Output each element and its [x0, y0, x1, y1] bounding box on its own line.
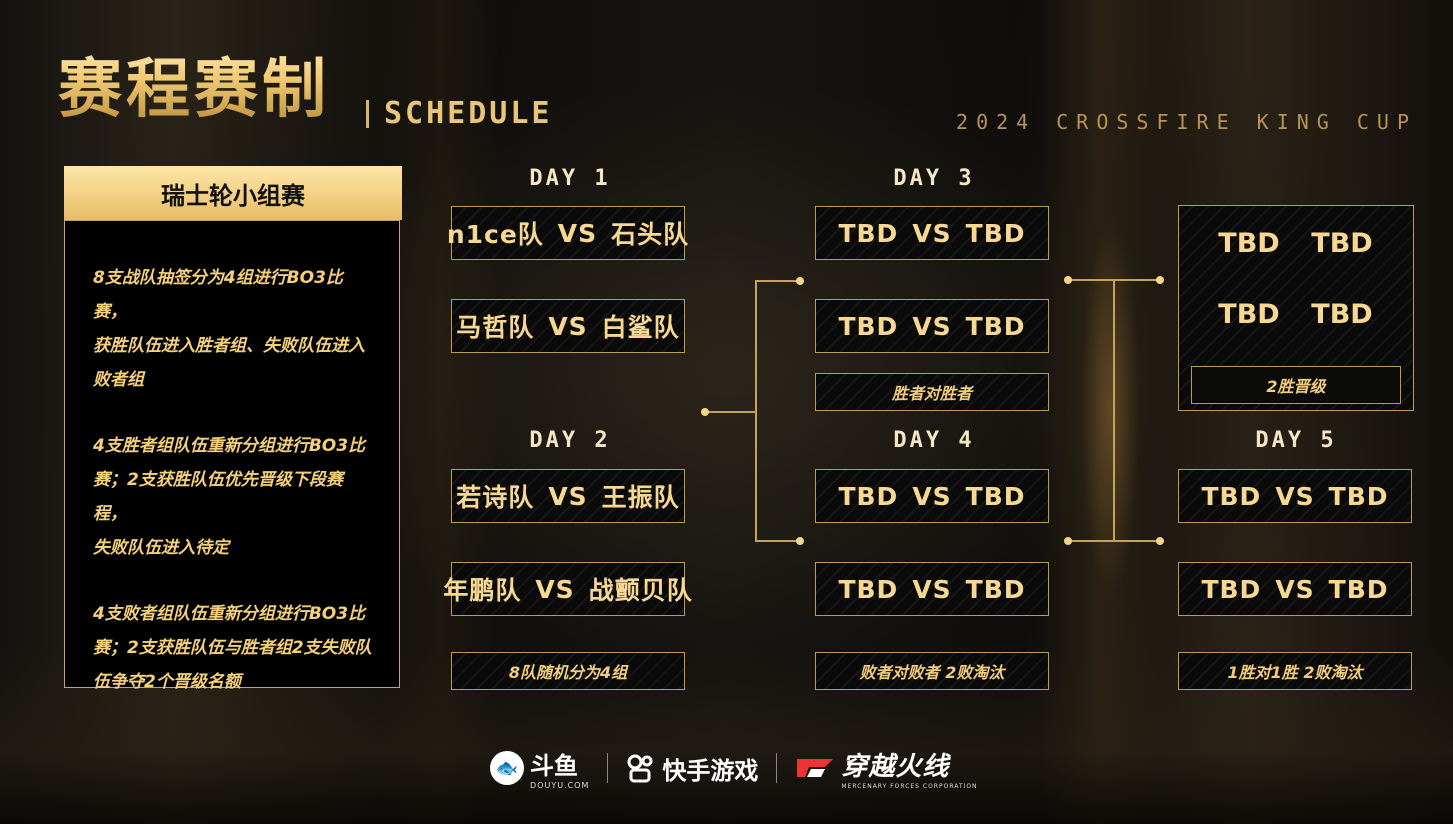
vs-label: VS [548, 481, 588, 511]
kuaishou-name: 快手游戏 [662, 756, 759, 785]
bracket-line-right-bottom [1068, 540, 1160, 542]
match-day3-2: TBD VS TBD [815, 299, 1049, 353]
team-b: TBD [1328, 481, 1389, 511]
team-a: 若诗队 [456, 483, 535, 512]
bracket-line-right-v [1113, 279, 1115, 541]
day-4-label: DAY 4 [893, 428, 975, 453]
vs-label: VS [557, 218, 598, 248]
team-a: TBD [838, 481, 899, 511]
team-b: TBD [965, 311, 1026, 341]
match-day5-1: TBD VS TBD [1178, 469, 1412, 523]
douyu-name: 斗鱼 [530, 752, 578, 780]
vs-label: VS [912, 481, 952, 511]
match-day4-1: TBD VS TBD [815, 469, 1049, 523]
team-b: TBD [965, 218, 1026, 248]
bracket-dot [1064, 537, 1072, 545]
vs-label: VS [1275, 481, 1315, 511]
team-a: TBD [838, 218, 899, 248]
bracket-dot [1156, 537, 1164, 545]
cf-tagline: MERCENARY FORCES CORPORATION [841, 783, 978, 790]
page-subtitle: SCHEDULE [384, 96, 553, 131]
team-b: 石头队 [611, 220, 690, 249]
bracket-line-left-h [704, 411, 756, 413]
advance-note: 2胜晋级 [1191, 366, 1401, 404]
day-5-label: DAY 5 [1255, 428, 1337, 453]
day-3-label: DAY 3 [893, 166, 975, 191]
match-day1-2: 马哲队 VS 白鲨队 [451, 299, 685, 353]
footer-divider [776, 753, 778, 783]
bg-glow [1080, 220, 1140, 600]
team-b: 战颤贝队 [588, 576, 693, 605]
bracket-dot [1064, 276, 1072, 284]
team-a: TBD [1201, 481, 1262, 511]
bracket-line-left-bottom [755, 540, 800, 542]
kuaishou-icon [627, 754, 653, 783]
day-2-label: DAY 2 [529, 428, 611, 453]
vs-label: VS [535, 574, 575, 604]
note-day3: 胜者对胜者 [815, 373, 1049, 411]
kuaishou-logo: 快手游戏 [626, 751, 758, 786]
vs-label: VS [912, 574, 952, 604]
bracket-dot [701, 408, 709, 416]
cf-logo: 穿越火线 MERCENARY FORCES CORPORATION [795, 746, 977, 790]
stage-rules-panel: 8支战队抽签分为4组进行BO3比赛， 获胜队伍进入胜者组、失败队伍进入 败者组 … [64, 220, 400, 692]
bracket-dot [1156, 276, 1164, 284]
match-day4-2: TBD VS TBD [815, 562, 1049, 616]
match-day2-1: 若诗队 VS 王振队 [451, 469, 685, 523]
advance-cell-2: TBD [1311, 228, 1373, 259]
match-day1-1: n1ce队 VS 石头队 [447, 206, 688, 260]
event-name: 2024 CROSSFIRE KING CUP [956, 110, 1417, 134]
team-a: TBD [1201, 574, 1262, 604]
team-b: 白鲨队 [601, 313, 680, 342]
title-divider [366, 100, 369, 128]
bracket-line-left-v [755, 280, 757, 542]
advance-cell-1: TBD [1218, 228, 1280, 259]
vs-label: VS [548, 311, 588, 341]
match-day2-2: 年鹏队 VS 战颤贝队 [443, 562, 692, 616]
vs-label: VS [912, 218, 952, 248]
note-day4: 败者对败者 2败淘汰 [815, 652, 1049, 690]
vs-label: VS [912, 311, 952, 341]
sponsor-bar: 🐟 斗鱼 DOUYU.COM 快手游戏 穿越火线 MERCENARY FORCE… [490, 746, 978, 790]
team-a: 年鹏队 [443, 576, 522, 605]
team-a: 马哲队 [456, 313, 535, 342]
match-day3-1: TBD VS TBD [815, 206, 1049, 260]
advance-cell-3: TBD [1218, 299, 1280, 330]
douyu-fish-icon: 🐟 [490, 751, 524, 785]
advance-box: TBD TBD TBD TBD 2胜晋级 [1178, 205, 1414, 411]
match-day5-2: TBD VS TBD [1178, 562, 1412, 616]
team-a: n1ce队 [446, 220, 544, 249]
note-day5: 1胜对1胜 2败淘汰 [1178, 652, 1412, 690]
rule-3: 4支败者组队伍重新分组进行BO3比 赛；2支获胜队伍与胜者组2支失败队 伍争夺2… [93, 604, 372, 692]
team-a: TBD [838, 311, 899, 341]
day-1-label: DAY 1 [529, 166, 611, 191]
vs-label: VS [1275, 574, 1315, 604]
team-b: TBD [965, 574, 1026, 604]
footer-divider [607, 753, 609, 783]
douyu-logo: 🐟 斗鱼 DOUYU.COM [490, 746, 589, 790]
bracket-dot [796, 277, 804, 285]
note-day12: 8队随机分为4组 [451, 652, 685, 690]
team-b: TBD [1328, 574, 1389, 604]
team-a: TBD [838, 574, 899, 604]
stage-title: 瑞士轮小组赛 [64, 166, 402, 220]
page-title: 赛程赛制 [58, 38, 330, 130]
cf-name: 穿越火线 [841, 752, 950, 782]
advance-cell-4: TBD [1311, 299, 1373, 330]
bracket-dot [796, 537, 804, 545]
bracket-line-left-top [755, 280, 800, 282]
rule-2: 4支胜者组队伍重新分组进行BO3比 赛；2支获胜队伍优先晋级下段赛程， 失败队伍… [93, 436, 366, 558]
douyu-url: DOUYU.COM [530, 781, 590, 790]
team-b: 王振队 [601, 483, 680, 512]
rule-1: 8支战队抽签分为4组进行BO3比赛， 获胜队伍进入胜者组、失败队伍进入 败者组 [93, 268, 365, 390]
cf-emblem-icon [797, 759, 834, 777]
team-b: TBD [965, 481, 1026, 511]
